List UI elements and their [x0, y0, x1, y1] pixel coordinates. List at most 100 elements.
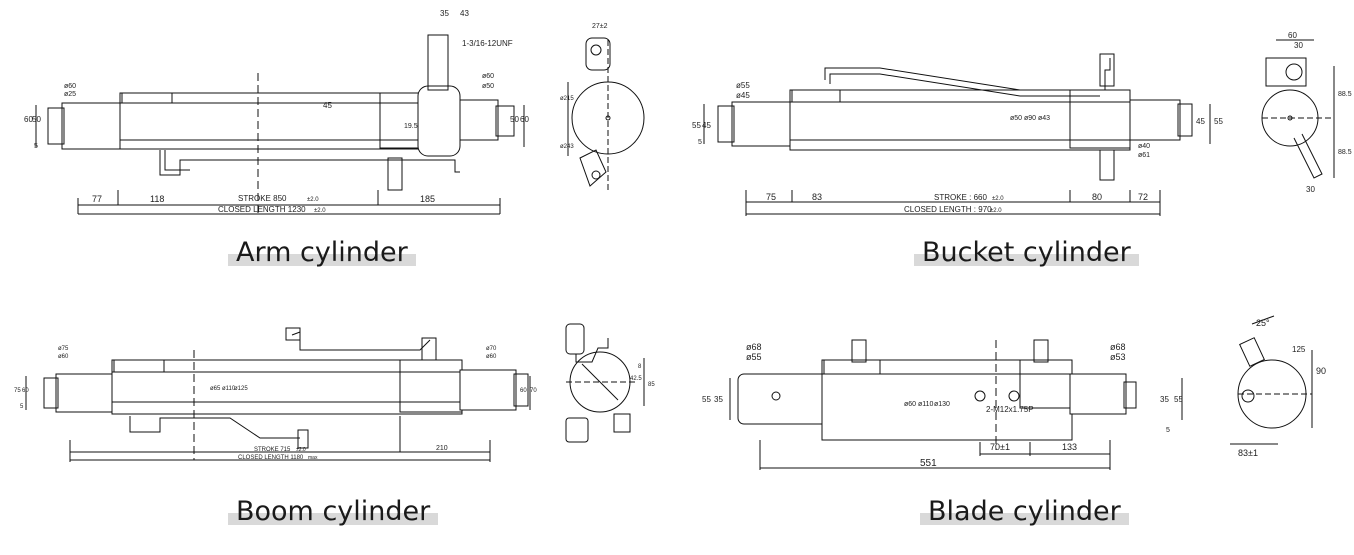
boom-dim-stroke: STROKE 715: [254, 447, 291, 453]
blade-dim-rod-1: ø60: [904, 401, 916, 408]
blade-barrel: [821, 359, 1073, 441]
blade-dim-h1: 55: [702, 395, 711, 404]
arm-dim-d-right-1: ø60: [482, 73, 494, 80]
boom-end-r2: 8: [638, 364, 642, 370]
blade-dim-d-right-2: ø53: [1110, 352, 1126, 362]
blade-end-angle: 25°: [1256, 318, 1270, 328]
boom-dim-bot-1: 210: [436, 445, 448, 452]
arm-dim-h3: 5: [34, 143, 38, 150]
bucket-dim-h2: 45: [702, 121, 711, 130]
blade-dim-h5: 55: [1174, 395, 1183, 404]
arm-dim-inner: 19.5: [404, 123, 418, 130]
arm-dim-h5: 60: [520, 115, 529, 124]
boom-dim-h1: 75: [14, 388, 21, 394]
bucket-end-top-2: 30: [1294, 41, 1303, 50]
bucket-dim-d-left-2: ø45: [736, 91, 750, 100]
bucket-dim-rod-3: ø43: [1038, 115, 1050, 122]
arm-dim-top-b: 43: [460, 9, 469, 18]
boom-dim-rod-2: ø110: [222, 386, 236, 392]
arm-dim-thread: 1-3/16-12UNF: [462, 39, 513, 48]
boom-cylinder-caption: Boom cylinder: [228, 496, 439, 527]
blade-dim-bot-1: 70±1: [990, 442, 1010, 452]
bucket-barrel: [789, 89, 1131, 151]
arm-barrel: [119, 92, 421, 150]
blade-dim-bot-2: 133: [1062, 442, 1077, 452]
boom-dim-stroke-tol: ±2.0: [296, 447, 306, 453]
bucket-end-r1: 88.5: [1338, 91, 1352, 98]
arm-dim-bot-2: 118: [150, 194, 164, 204]
bucket-dim-bot-4: 72: [1138, 192, 1148, 202]
blade-dim-d-left-1: ø68: [746, 342, 762, 352]
arm-dim-d-right-2: ø50: [482, 83, 494, 90]
bucket-dim-bot-2: 83: [812, 192, 822, 202]
bucket-dim-rod-2: ø90: [1024, 115, 1036, 122]
arm-end-d2: ø243: [560, 144, 574, 150]
blade-dim-thread: 2-M12x1.75P: [986, 405, 1034, 414]
arm-dim-stroke: STROKE 850: [238, 194, 287, 203]
bucket-dim-bot-3: 80: [1092, 192, 1102, 202]
bucket-end-top-1: 60: [1288, 31, 1297, 40]
blade-end-view: 25° 125 90 83±1: [1230, 315, 1326, 458]
blade-dim-h2: 35: [714, 395, 723, 404]
bucket-dim-stroke: STROKE : 660: [934, 193, 987, 202]
boom-end-r1: 42.5: [630, 376, 642, 382]
bucket-dim-stroke-tol: ±2.0: [992, 196, 1004, 202]
blade-end-r1: 125: [1292, 345, 1306, 354]
blade-dim-rod-2: ø110: [918, 401, 934, 408]
bucket-dim-h1: 55: [692, 121, 701, 130]
arm-end-view: 27±2 ø215 ø243: [560, 23, 645, 192]
arm-cylinder-caption: Arm cylinder: [228, 237, 416, 268]
arm-dim-stroke-tol: ±2.0: [307, 197, 319, 203]
bucket-dim-closed: CLOSED LENGTH : 970: [904, 205, 992, 214]
bucket-dim-d-right-2: ø61: [1138, 152, 1150, 159]
bucket-dim-closed-tol: ±2.0: [990, 208, 1002, 214]
blade-end-r2: 90: [1316, 366, 1326, 376]
bucket-cylinder-drawing: ø55 ø45 ø50 ø90 ø43 ø40 ø61 55 45 5 45 5…: [692, 53, 1223, 216]
blade-left-end: [737, 373, 829, 425]
arm-dim-h4: 50: [510, 115, 519, 124]
boom-dim-d-right-1: ø70: [486, 346, 497, 352]
arm-end-top: 27±2: [592, 23, 608, 30]
boom-dim-closed: CLOSED LENGTH 1180: [238, 455, 304, 461]
bucket-left-end: [731, 101, 793, 147]
bucket-dim-h4: 45: [1196, 117, 1205, 126]
boom-dim-d-left-1: ø75: [58, 346, 69, 352]
boom-dim-d-left-2: ø60: [58, 354, 69, 360]
bucket-dim-d-left-1: ø55: [736, 81, 750, 90]
bucket-end-r2: 88.5: [1338, 149, 1352, 156]
arm-dim-closed: CLOSED LENGTH 1230: [218, 205, 306, 214]
boom-dim-h4: 60: [520, 388, 527, 394]
bucket-dim-d-right-1: ø40: [1138, 143, 1150, 150]
bucket-dim-h5: 55: [1214, 117, 1223, 126]
bucket-end-view: 60 30 88.5 88.5 30: [1261, 31, 1352, 194]
arm-dim-bot-3: 185: [420, 194, 435, 204]
boom-barrel: [111, 359, 463, 415]
bucket-dim-h3: 5: [698, 139, 702, 146]
arm-dim-h2: 50: [32, 115, 41, 124]
blade-dim-rod-3: ø130: [934, 401, 950, 408]
arm-end-d1: ø215: [560, 96, 574, 102]
boom-end-r3: 85: [648, 382, 655, 388]
blade-dim-d-right-1: ø68: [1110, 342, 1126, 352]
blade-cylinder-caption: Blade cylinder: [920, 496, 1129, 527]
boom-dim-h3: 5: [20, 404, 24, 410]
arm-dim-top-a: 35: [440, 9, 449, 18]
boom-dim-rod-1: ø65: [210, 386, 221, 392]
boom-dim-d-right-2: ø60: [486, 354, 497, 360]
arm-dim-d-left-2: ø25: [64, 91, 76, 98]
blade-dim-h4: 35: [1160, 395, 1169, 404]
arm-dim-h1: 60: [24, 115, 33, 124]
arm-cylinder-drawing: 35 43 1-3/16-12UNF ø60 ø25 ø60 ø50 45 19…: [24, 9, 529, 215]
boom-dim-closed-tol: max: [308, 455, 318, 461]
arm-dim-rod: 45: [323, 101, 332, 110]
blade-cylinder-drawing: ø68 ø55 ø68 ø53 ø60 ø110 ø130 2-M12x1.75…: [702, 339, 1183, 470]
arm-dim-bot-1: 77: [92, 194, 102, 204]
blade-dim-h3: 5: [1166, 427, 1170, 434]
boom-dim-h2: 60: [22, 388, 29, 394]
bucket-cylinder-caption: Bucket cylinder: [914, 237, 1139, 268]
arm-dim-d-left-1: ø60: [64, 83, 76, 90]
boom-left-end: [55, 373, 115, 413]
bucket-dim-rod-1: ø50: [1010, 115, 1022, 122]
bucket-end-bot: 30: [1306, 185, 1315, 194]
arm-left-end: [61, 102, 123, 150]
